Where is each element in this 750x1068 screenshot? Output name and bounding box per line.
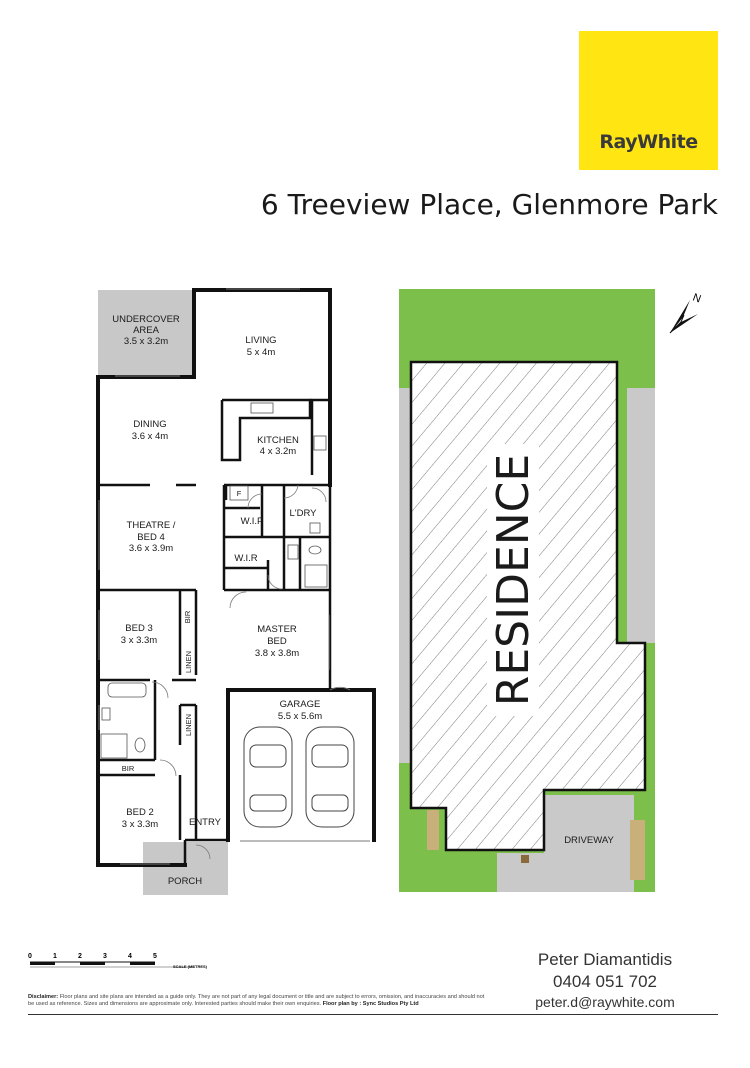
fridge-label: F bbox=[237, 489, 242, 498]
windows bbox=[98, 288, 370, 865]
fixtures bbox=[100, 402, 328, 759]
wir-label: W.I.R bbox=[234, 553, 257, 564]
driveway-fill bbox=[497, 795, 634, 892]
interior-walls bbox=[98, 398, 332, 865]
undercover-label-2: AREA bbox=[133, 325, 160, 336]
scale-ticks: 0 1 2 3 4 5 bbox=[28, 953, 157, 960]
kitchen-size: 4 x 3.2m bbox=[260, 446, 297, 457]
linen-label-2: LINEN bbox=[184, 714, 193, 736]
entry-label: ENTRY bbox=[189, 817, 222, 828]
scale-unit: SCALE (METRES) bbox=[173, 964, 208, 969]
driveway-label: DRIVEWAY bbox=[564, 835, 614, 846]
scale-tick-label: 0 bbox=[28, 953, 32, 960]
bir-bed3-label: BIR bbox=[183, 610, 192, 623]
logo-text: RayWhite bbox=[599, 131, 698, 153]
bed2-label: BED 2 bbox=[126, 807, 153, 818]
agent-contact: Peter Diamantidis 0404 051 702 peter.d@r… bbox=[520, 949, 690, 1011]
master-size: 3.8 x 3.8m bbox=[255, 648, 299, 659]
living-label: LIVING bbox=[245, 335, 276, 346]
master-label-2: BED bbox=[267, 636, 287, 647]
agent-email[interactable]: peter.d@raywhite.com bbox=[535, 994, 675, 1010]
scale-tick-label: 5 bbox=[153, 953, 157, 960]
kitchen-label: KITCHEN bbox=[257, 435, 299, 446]
footer-rule bbox=[28, 1014, 718, 1015]
north-label: N bbox=[691, 292, 703, 306]
side-path-left bbox=[399, 388, 411, 763]
dining-size: 3.6 x 4m bbox=[132, 431, 169, 442]
bir-bed2-label: BIR bbox=[122, 764, 135, 773]
residence-label: RESIDENCE bbox=[488, 454, 539, 706]
disclaimer-label: Disclaimer: bbox=[28, 994, 59, 1000]
undercover-label: UNDERCOVER bbox=[112, 314, 180, 325]
garden-bed-right bbox=[630, 820, 645, 880]
disclaimer: Disclaimer: Floor plans and site plans a… bbox=[28, 994, 488, 1008]
scale-bar bbox=[30, 961, 195, 968]
scale-tick-label: 4 bbox=[128, 953, 132, 960]
agent-phone[interactable]: 0404 051 702 bbox=[553, 972, 657, 991]
ray-white-logo: RayWhite bbox=[579, 31, 718, 170]
linen-label-1: LINEN bbox=[184, 651, 193, 673]
wip-label: W.I.P bbox=[241, 516, 264, 527]
letterbox bbox=[521, 855, 529, 863]
scale-tick-label: 1 bbox=[53, 953, 57, 960]
undercover-size: 3.5 x 3.2m bbox=[124, 336, 168, 347]
garage-size: 5.5 x 5.6m bbox=[278, 711, 322, 722]
living-size: 5 x 4m bbox=[247, 347, 276, 358]
garage-cars bbox=[243, 726, 355, 828]
bed2-size: 3 x 3.3m bbox=[122, 819, 159, 830]
residence-label-box bbox=[487, 444, 539, 716]
agent-name: Peter Diamantidis bbox=[537, 950, 673, 969]
garage-label: GARAGE bbox=[280, 699, 321, 710]
undercover-area-fill bbox=[98, 290, 194, 377]
dining-label: DINING bbox=[133, 419, 166, 430]
porch-label: PORCH bbox=[168, 876, 202, 887]
theatre-label: THEATRE / bbox=[127, 520, 176, 531]
property-address: 6 Treeview Place, Glenmore Park bbox=[260, 188, 718, 221]
master-label: MASTER bbox=[257, 624, 297, 635]
scale-tick-label: 3 bbox=[103, 953, 107, 960]
disclaimer-credit: Floor plan by : Sync Studios Pty Ltd bbox=[322, 1001, 419, 1007]
disclaimer-text: Floor plans and site plans are intended … bbox=[28, 994, 485, 1007]
scale-tick-label: 2 bbox=[78, 953, 82, 960]
door-swings bbox=[151, 484, 351, 860]
theatre-label-2: BED 4 bbox=[137, 532, 164, 543]
north-arrow-icon bbox=[669, 300, 698, 334]
bed3-size: 3 x 3.3m bbox=[121, 635, 158, 646]
garden-bed-left bbox=[427, 810, 439, 850]
bed3-label: BED 3 bbox=[125, 623, 152, 634]
side-path-right bbox=[627, 388, 655, 643]
theatre-size: 3.6 x 3.9m bbox=[129, 543, 173, 554]
laundry-label: L'DRY bbox=[290, 508, 318, 519]
